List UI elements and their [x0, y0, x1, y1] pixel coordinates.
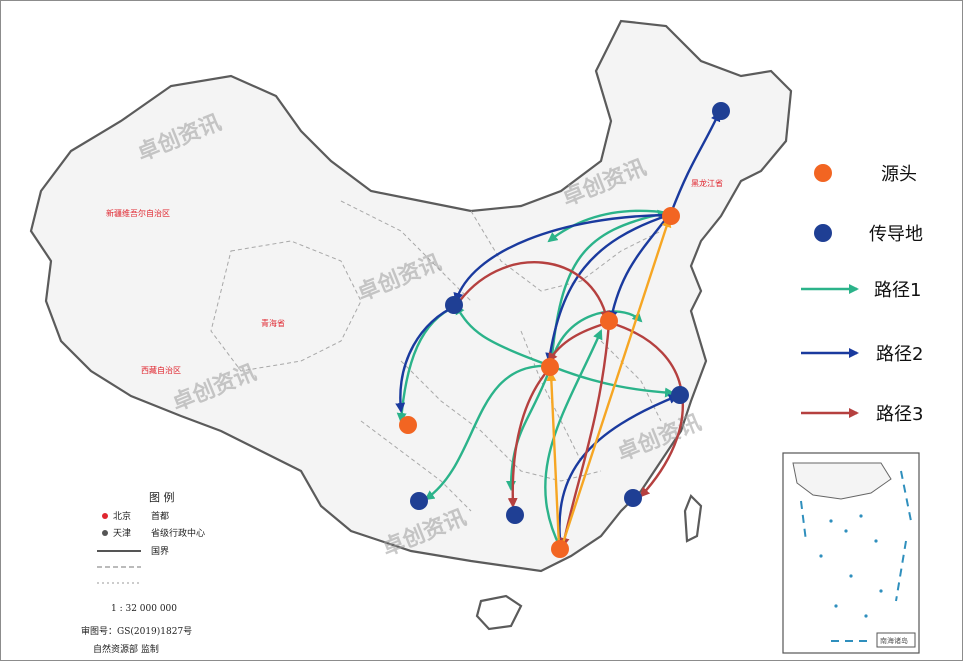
route-path1 — [506, 365, 553, 491]
route-path3 — [559, 322, 611, 548]
conductor-point — [506, 506, 524, 524]
legend-conductor-dot — [814, 224, 832, 242]
route-orange — [546, 371, 561, 547]
route-path2 — [669, 111, 721, 214]
conductor-point — [712, 102, 730, 120]
route-path2 — [607, 214, 670, 321]
conductor-point — [410, 492, 428, 510]
conductor-points — [410, 102, 730, 524]
route-path2 — [545, 213, 670, 363]
route-path3 — [507, 368, 550, 508]
source-point — [541, 358, 559, 376]
source-point — [551, 540, 569, 558]
conductor-point — [671, 386, 689, 404]
source-points — [399, 207, 680, 558]
region-label-xinjiang: 新疆维吾尔自治区 — [106, 208, 170, 218]
review-number: 审图号：GS(2019)1827号 — [81, 625, 192, 637]
map-scale: 1 : 32 000 000 — [111, 604, 177, 614]
conductor-point — [445, 296, 463, 314]
route-path3 — [547, 321, 608, 363]
source-point — [662, 207, 680, 225]
source-point — [399, 416, 417, 434]
legend-path1-label: 路径1 — [874, 280, 921, 301]
route-path1 — [544, 329, 603, 550]
legend-path3-label: 路径3 — [876, 404, 923, 425]
region-label-heilongjiang: 黑龙江省 — [691, 178, 723, 188]
map-legend-title: 图 例 — [149, 490, 175, 504]
route-path1 — [549, 310, 643, 367]
route-path2 — [453, 213, 670, 303]
south-china-sea-inset: 南海诸岛 — [782, 452, 920, 654]
legend-conductor-label: 传导地 — [869, 224, 923, 245]
country-shape — [29, 19, 793, 631]
map-legend-provincial: 省级行政中心 — [151, 527, 205, 539]
map-legend-beijing: 北京 — [113, 510, 131, 522]
route-legend: 源头 传导地 路径1 路径2 路径3 — [801, 164, 923, 425]
route-path1 — [547, 209, 670, 243]
route-path1 — [424, 364, 552, 501]
route-orange — [559, 217, 672, 550]
route-path2 — [558, 394, 679, 550]
legend-source-dot — [814, 164, 832, 182]
routes — [395, 111, 721, 550]
map-legend-capital: 首都 — [151, 510, 169, 522]
source-point — [600, 312, 618, 330]
route-path2 — [395, 304, 457, 413]
ministry-credit: 自然资源部 监制 — [93, 643, 159, 655]
map-legend-boundary: 国界 — [151, 546, 169, 557]
map-legend: 图 例 北京 首都 天津 省级行政中心 国界 1 : 32 000 000 审图… — [81, 490, 205, 655]
route-path1 — [454, 304, 552, 368]
inset-label: 南海诸岛 — [880, 636, 908, 645]
route-path3 — [455, 261, 611, 321]
region-label-tibet: 西藏自治区 — [141, 365, 181, 375]
route-path1 — [550, 364, 675, 398]
region-label-qinghai: 青海省 — [261, 318, 285, 328]
conductor-point — [624, 489, 642, 507]
legend-source-label: 源头 — [881, 164, 917, 185]
map-legend-tianjin: 天津 — [113, 528, 131, 539]
legend-path2-label: 路径2 — [876, 344, 923, 365]
